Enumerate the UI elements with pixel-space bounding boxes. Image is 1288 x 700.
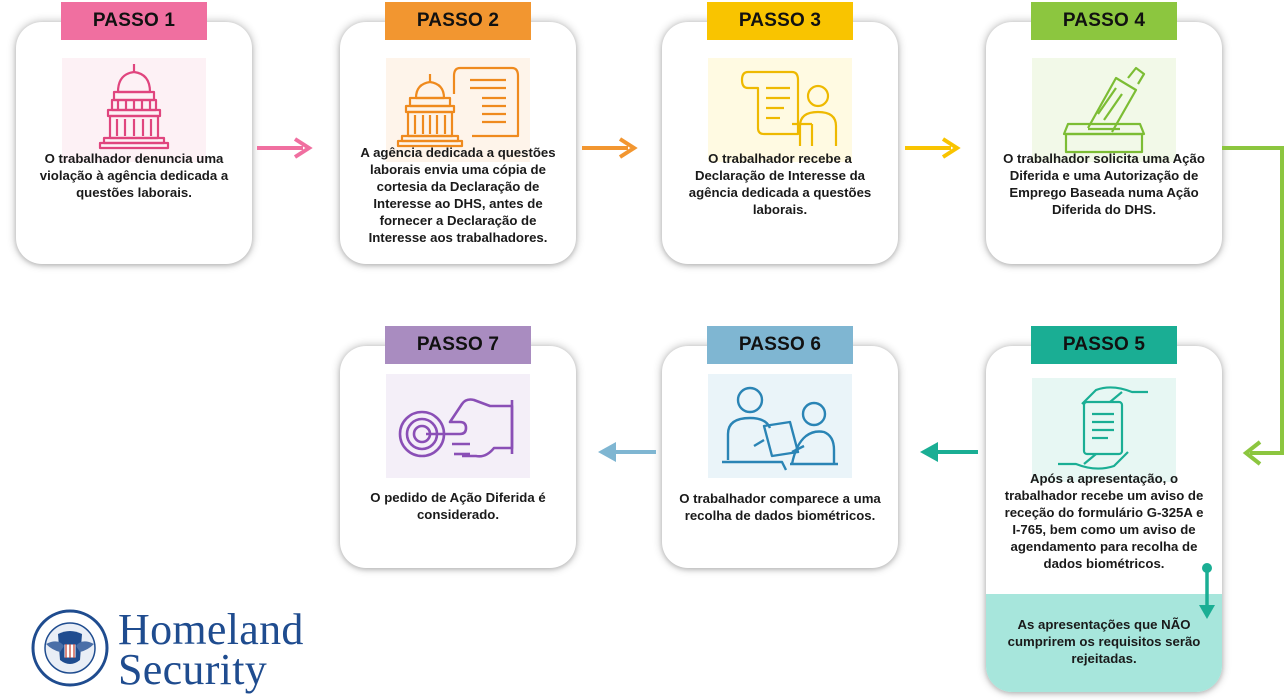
meeting-people-icon	[708, 374, 852, 478]
finger-press-icon	[386, 374, 530, 478]
connector-step4-step5	[1222, 146, 1284, 466]
step-4-text: O trabalhador solicita uma Ação Diferida…	[1003, 151, 1205, 217]
step-2-badge: PASSO 2	[385, 2, 531, 40]
step-3-card: PASSO 3 O trabalhador recebe a Declaraçã…	[662, 2, 898, 264]
step-3-badge: PASSO 3	[707, 2, 853, 40]
step-5-card: PASSO 5 Após a apresentação, o trabalhad…	[986, 326, 1222, 692]
building-document-icon	[386, 58, 530, 162]
step-6-badge: PASSO 6	[707, 326, 853, 364]
note-text-before: As apresentações que	[1017, 617, 1162, 632]
arrow-left-1	[920, 442, 978, 462]
dhs-seal-icon	[31, 609, 109, 687]
note-emphasis: NÃO	[1161, 617, 1191, 632]
capitol-building-icon	[62, 58, 206, 162]
hands-document-icon	[1032, 378, 1176, 482]
step-7-card: PASSO 7 O pedido de Ação Diferida é cons…	[340, 326, 576, 568]
step-1-text: O trabalhador denuncia uma violação à ag…	[39, 151, 229, 200]
step-3-text: O trabalhador recebe a Declaração de Int…	[688, 151, 872, 217]
step-5-text: Após a apresentação, o trabalhador receb…	[1004, 471, 1204, 571]
ballot-box-icon	[1032, 58, 1176, 162]
step-7-badge: PASSO 7	[385, 326, 531, 364]
step-2-card: PASSO 2 A agência dedicada a questões la…	[340, 2, 576, 264]
step-1-card: PASSO 1 O trabalhador denuncia uma viola…	[16, 2, 252, 264]
rejection-note-text: As apresentações que NÃO cumprirem os re…	[1002, 616, 1206, 667]
logo-security: Security	[118, 645, 268, 694]
step-4-card: PASSO 4 O trabalhador solicita uma Ação …	[986, 2, 1222, 264]
step-4-badge: PASSO 4	[1031, 2, 1177, 40]
rejection-note: As apresentações que NÃO cumprirem os re…	[986, 594, 1222, 692]
step-1-badge: PASSO 1	[61, 2, 207, 40]
document-person-icon	[708, 58, 852, 162]
note-text-after: cumprirem os requisitos serão rejeitadas…	[1007, 634, 1201, 666]
arrow-left-2	[598, 442, 656, 462]
step-7-text: O pedido de Ação Diferida é considerado.	[370, 490, 546, 522]
step-5-badge: PASSO 5	[1031, 326, 1177, 364]
arrow-right-3	[905, 137, 961, 159]
logo-homeland: Homeland	[118, 605, 304, 654]
step-2-text: A agência dedicada a questões laborais e…	[360, 145, 556, 245]
step-6-card: PASSO 6 O trabalhador comparece a uma re…	[662, 326, 898, 568]
arrow-right-1	[257, 137, 313, 159]
step-6-text: O trabalhador comparece a uma recolha de…	[679, 491, 881, 523]
note-down-arrow	[1199, 563, 1215, 619]
dhs-logo: Homeland Security	[30, 598, 350, 698]
arrow-right-2	[582, 137, 638, 159]
